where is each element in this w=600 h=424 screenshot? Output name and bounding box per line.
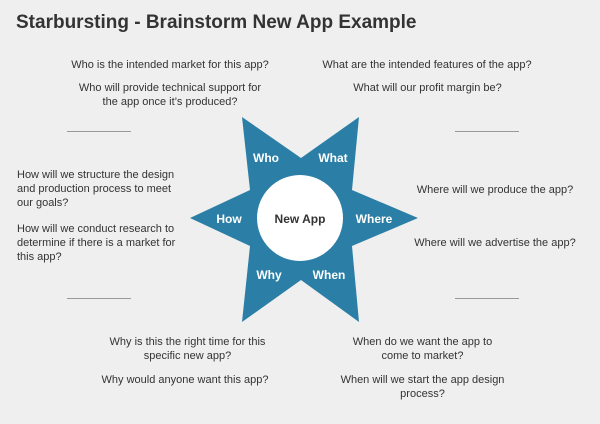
who-question-1: Who is the intended market for this app? (71, 59, 269, 71)
why-question-1: Why is this the right time for this spec… (109, 336, 266, 362)
center-label: New App (275, 212, 326, 226)
when-question-1: When do we want the app to come to marke… (352, 336, 493, 362)
point-where: Where (356, 212, 393, 226)
what-question-2: What will our profit margin be? (353, 82, 502, 94)
who-question-2: Who will provide technical support for t… (78, 82, 262, 108)
point-how: How (216, 212, 242, 226)
where-question-1: Where will we produce the app? (416, 184, 574, 196)
center-circle (257, 175, 343, 261)
divider (455, 131, 519, 132)
where-question-2: Where will we advertise the app? (414, 237, 576, 249)
how-question-2: How will we conduct research to determin… (17, 223, 176, 263)
what-question-1: What are the intended features of the ap… (322, 59, 532, 71)
point-why: Why (256, 268, 282, 282)
when-question-2: When will we start the app design proces… (340, 374, 505, 400)
divider (67, 298, 131, 299)
point-when: When (313, 268, 346, 282)
divider (455, 298, 519, 299)
how-question-1: How will we structure the design and pro… (17, 169, 175, 209)
page-title: Starbursting - Brainstorm New App Exampl… (16, 12, 417, 33)
divider (67, 131, 131, 132)
point-who: Who (253, 151, 279, 165)
why-question-2: Why would anyone want this app? (101, 374, 269, 386)
point-what: What (318, 151, 347, 165)
